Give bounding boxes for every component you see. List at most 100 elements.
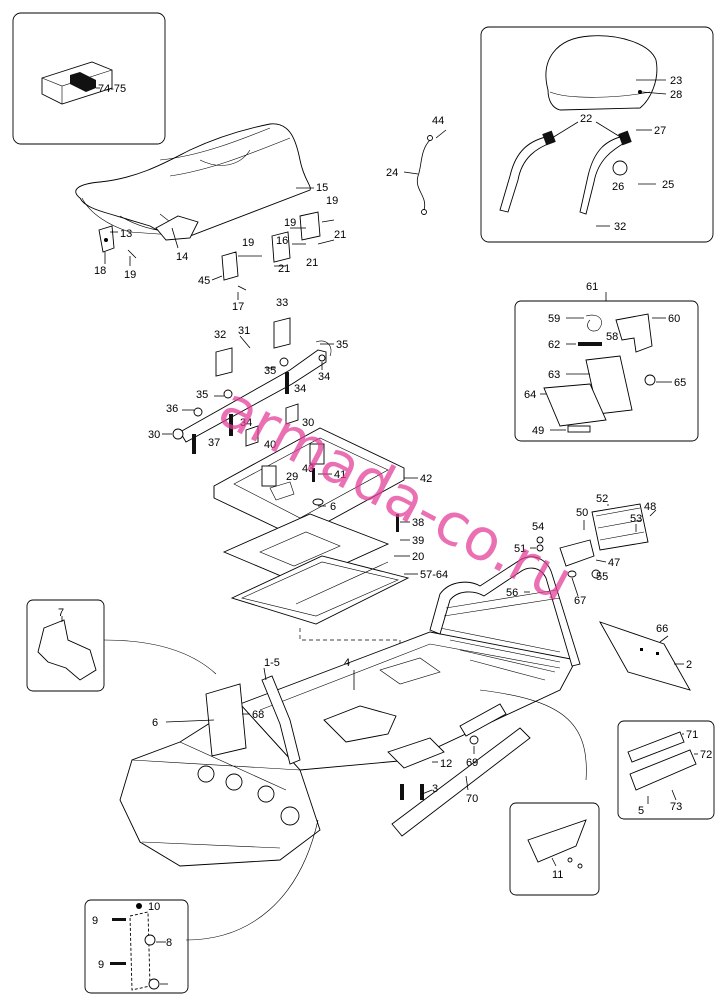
callout-65: 65 [674, 377, 686, 389]
callout-15: 15 [316, 182, 328, 194]
callout-7: 7 [58, 607, 64, 619]
callout-20: 20 [412, 551, 424, 563]
callout-19c: 19 [284, 217, 296, 229]
callout-41: 41 [334, 469, 346, 481]
seat-brackets: 13 14 18 19 19 19 19 16 21 21 21 17 45 [94, 195, 346, 313]
callout-70: 70 [466, 793, 478, 805]
chassis-labels: 1-5 4 6 68 12 69 3 70 [152, 657, 587, 805]
callout-61: 61 [586, 281, 598, 293]
taillight: 52 48 50 53 54 51 47 55 56 67 [506, 493, 657, 607]
callout-54: 54 [532, 521, 544, 533]
callout-6b: 6 [152, 717, 158, 729]
callout-35b: 35 [264, 365, 276, 377]
callout-19d: 19 [326, 195, 338, 207]
callout-39: 39 [412, 535, 424, 547]
callout-45: 45 [198, 275, 210, 287]
inset-seat-cover: 74-75 [12, 12, 166, 145]
callout-64: 64 [524, 389, 536, 401]
callout-55: 55 [596, 571, 608, 583]
callout-8: 8 [166, 937, 172, 949]
inset-rail-guard: 71 72 73 5 [617, 720, 715, 820]
callout-34c: 34 [240, 417, 252, 429]
callout-60: 60 [668, 313, 680, 325]
grab-handle-assembly: 32 33 31 35 35 35 36 34 34 34 37 30 30 4… [148, 297, 348, 454]
callout-9b: 9 [98, 959, 104, 971]
callout-18: 18 [94, 265, 106, 277]
callout-30b: 30 [302, 417, 314, 429]
callout-72: 72 [700, 749, 712, 761]
callout-63: 63 [548, 369, 560, 381]
callout-66: 66 [656, 623, 668, 635]
callout-51: 51 [514, 543, 526, 555]
callout-34b: 34 [294, 383, 306, 395]
callout-52: 52 [596, 493, 608, 505]
callout-53: 53 [630, 513, 642, 525]
callout-35c: 35 [196, 389, 208, 401]
callout-14: 14 [176, 251, 188, 263]
callout-6a: 6 [330, 501, 336, 513]
seat [75, 123, 311, 241]
callout-19a: 19 [124, 269, 136, 281]
snow-flap: 66 2 [599, 621, 692, 691]
tray-lid-gasket: 38 39 20 57-64 [222, 513, 448, 700]
callout-21b: 21 [334, 229, 346, 241]
callout-23: 23 [670, 75, 682, 87]
callout-34a: 34 [318, 371, 330, 383]
callout-9a: 9 [92, 915, 98, 927]
callout-4: 4 [344, 657, 350, 669]
callout-40: 40 [264, 439, 276, 451]
callout-21a: 21 [306, 257, 318, 269]
callout-27: 27 [654, 125, 666, 137]
callout-16: 16 [276, 235, 288, 247]
callout-62: 62 [548, 339, 560, 351]
callout-25: 25 [662, 179, 674, 191]
inset-backrest: 23 28 22 27 26 25 32 [480, 26, 714, 243]
callout-10: 10 [148, 901, 160, 913]
callout-67: 67 [574, 595, 586, 607]
callout-49: 49 [532, 425, 544, 437]
callout-33: 33 [276, 297, 288, 309]
inset-bracket-5: 11 [509, 802, 600, 896]
tether-cord: 44 24 [386, 115, 447, 215]
callout-44: 44 [432, 115, 444, 127]
callout-3: 3 [432, 783, 438, 795]
callout-21c: 21 [278, 263, 290, 275]
callout-24: 24 [386, 167, 398, 179]
inset-bolts: 10 9 8 9 [84, 819, 319, 994]
callout-17: 17 [232, 301, 244, 313]
callout-30a: 30 [148, 429, 160, 441]
callout-32a: 32 [614, 221, 626, 233]
callout-2: 2 [686, 659, 692, 671]
callout-50: 50 [576, 507, 588, 519]
callout-57-64: 57-64 [420, 569, 448, 581]
callout-43: 43 [302, 463, 314, 475]
inset-hitch: 61 59 60 62 58 63 65 64 49 [514, 281, 699, 442]
callout-31: 31 [238, 325, 250, 337]
callout-58: 58 [606, 331, 618, 343]
callout-69: 69 [466, 757, 478, 769]
storage-tray: 42 43 41 29 6 [213, 427, 432, 539]
callout-26: 26 [612, 181, 624, 193]
callout-32b: 32 [214, 329, 226, 341]
callout-56: 56 [506, 587, 518, 599]
callout-42: 42 [420, 473, 432, 485]
callout-12: 12 [440, 758, 452, 770]
callout-35a: 35 [336, 339, 348, 351]
callout-48: 48 [644, 501, 656, 513]
callout-1-5: 1-5 [264, 657, 280, 669]
callout-19b: 19 [242, 237, 254, 249]
callout-5: 5 [638, 805, 644, 817]
callout-13: 13 [120, 228, 132, 240]
callout-68: 68 [252, 709, 264, 721]
callout-71: 71 [686, 729, 698, 741]
callout-29: 29 [286, 471, 298, 483]
callout-47: 47 [608, 557, 620, 569]
callout-22: 22 [580, 113, 592, 125]
callout-11: 11 [552, 869, 563, 881]
callout-73: 73 [670, 801, 682, 813]
callout-59: 59 [548, 313, 560, 325]
chassis-tunnel [119, 556, 581, 867]
callout-28: 28 [670, 89, 682, 101]
callout-36: 36 [166, 403, 178, 415]
